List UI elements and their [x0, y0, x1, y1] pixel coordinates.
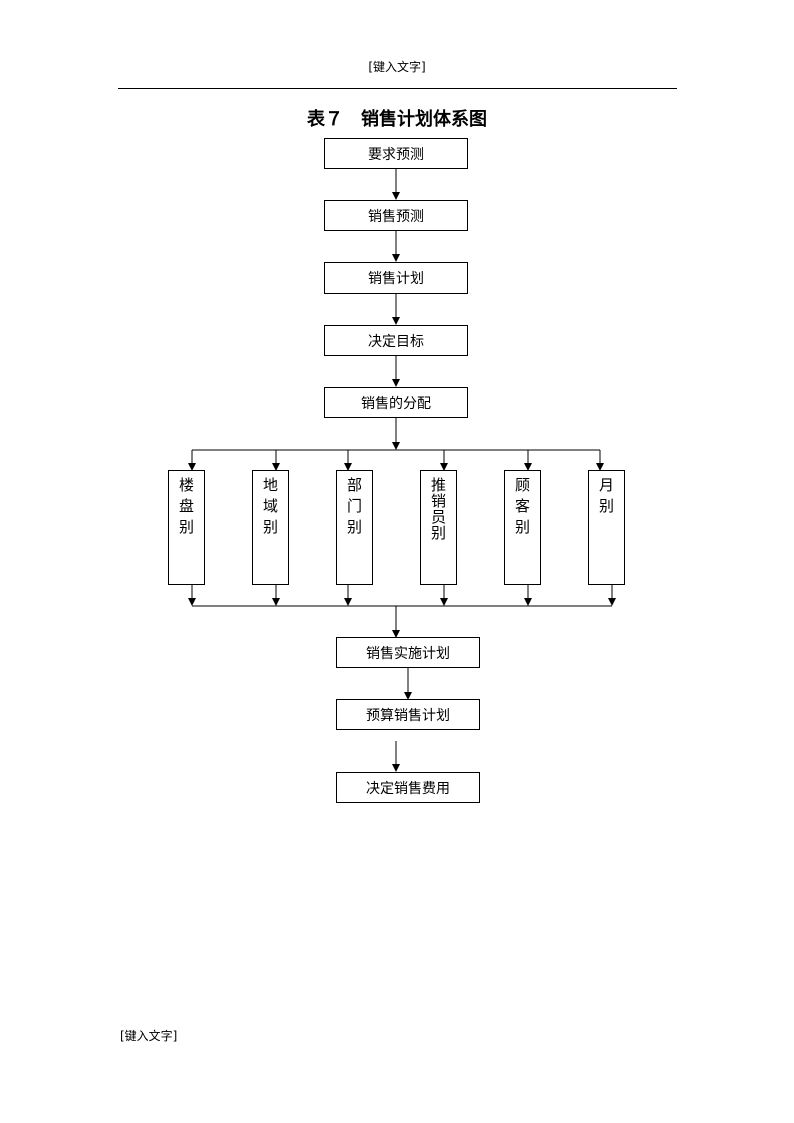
- page-header: [键入文字]: [368, 60, 426, 74]
- step-sales-forecast: 销售预测: [324, 200, 468, 231]
- category-label: 月别: [597, 477, 615, 519]
- step-sales-plan: 销售计划: [324, 262, 468, 294]
- category-by-property: 楼盘别: [168, 470, 205, 585]
- step-label: 决定销售费用: [366, 780, 450, 797]
- category-label: 部门别: [345, 477, 363, 540]
- step-label: 预算销售计划: [366, 707, 450, 724]
- header-rule: [118, 88, 677, 89]
- step-sales-implementation-plan: 销售实施计划: [336, 637, 480, 668]
- step-demand-forecast: 要求预测: [324, 138, 468, 169]
- step-label: 销售的分配: [361, 395, 431, 412]
- category-by-month: 月别: [588, 470, 625, 585]
- step-decide-sales-expense: 决定销售费用: [336, 772, 480, 803]
- step-label: 决定目标: [368, 333, 424, 350]
- page-footer: [键入文字]: [120, 1029, 178, 1043]
- step-sales-allocation: 销售的分配: [324, 387, 468, 418]
- diagram-title: 表７ 销售计划体系图: [307, 109, 487, 130]
- step-label: 销售预测: [368, 208, 424, 225]
- step-budget-sales-plan: 预算销售计划: [336, 699, 480, 730]
- category-by-salesperson: 推销员别: [420, 470, 457, 585]
- category-by-department: 部门别: [336, 470, 373, 585]
- category-label: 地域别: [261, 477, 279, 540]
- step-set-target: 决定目标: [324, 325, 468, 356]
- step-label: 销售实施计划: [366, 645, 450, 662]
- category-by-customer: 顾客别: [504, 470, 541, 585]
- category-label: 推销员别: [429, 477, 447, 541]
- category-label: 顾客别: [513, 477, 531, 540]
- category-by-region: 地域别: [252, 470, 289, 585]
- step-label: 销售计划: [368, 271, 424, 287]
- category-label: 楼盘别: [177, 477, 195, 540]
- step-label: 要求预测: [368, 146, 424, 163]
